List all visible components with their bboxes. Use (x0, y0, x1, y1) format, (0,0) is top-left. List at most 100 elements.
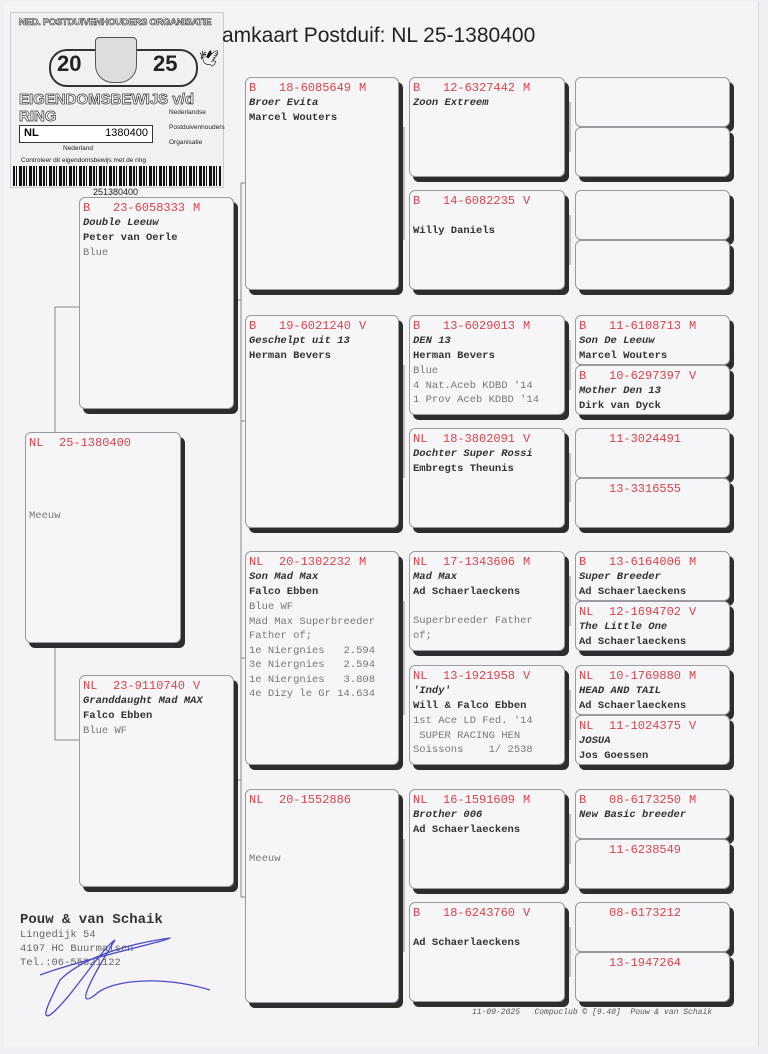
pigeon-note (249, 838, 395, 852)
breeder-name: Herman Bevers (249, 350, 331, 362)
pigeon-note: SUPER RACING HEN (413, 729, 521, 742)
ring-code: 16-1591609 (443, 793, 516, 807)
breeder-name: Ad Schaerlaeckens (413, 586, 521, 598)
breeder-name: Embregts Theunis (413, 463, 514, 475)
ring-country: B (413, 81, 421, 95)
dove-icon: 🕊 (199, 51, 220, 68)
pigeon-name: HEAD AND TAIL (579, 685, 661, 697)
ring-sex: V (689, 369, 697, 383)
ring-country: B (579, 319, 587, 333)
pigeon-name (413, 921, 561, 936)
ring-sex: V (193, 679, 201, 693)
ring-sex: V (523, 432, 531, 446)
breeder-name: Marcel Wouters (579, 350, 668, 362)
ring-country: NL (413, 793, 428, 807)
pigeon-name: Geschelpt uit 13 (249, 335, 350, 347)
ring-code: 20-1552886 (279, 793, 352, 807)
ring-country: NL (83, 679, 98, 693)
pigeon-name: 'Indy' (413, 685, 451, 697)
ring-sex: M (523, 793, 531, 807)
great-great-grandparent-card[interactable]: 11-6238549 (575, 839, 730, 889)
pigeon-note: Meeuw (249, 853, 281, 865)
pigeon-note: Blue WF (83, 725, 128, 737)
ring-country: B (83, 201, 91, 215)
npo-line: Nederlandse (169, 109, 206, 116)
breeder-name: Jos Goessen (579, 750, 649, 762)
owner-block: Pouw & van Schaik Lingedijk 54 4197 HC B… (20, 912, 211, 1017)
owner-address: Lingedijk 54 (20, 929, 96, 941)
ring-sex: M (689, 555, 697, 569)
pigeon-name: Son Mad Max (249, 571, 319, 583)
ring-code: 25-1380400 (59, 436, 132, 450)
pigeon-note: 1e Niergnies 2.594 (249, 644, 376, 657)
great-great-grandparent-card[interactable] (575, 240, 730, 290)
great-great-grandparent-card[interactable]: 08-6173212 (575, 902, 730, 952)
npo-line: Postduivenhouders (169, 124, 225, 131)
pigeon-note: Blue (413, 365, 439, 377)
ring-sex: M (689, 793, 697, 807)
pigeon-name: DEN 13 (413, 335, 451, 347)
ring-number: 11-6238549 (579, 843, 726, 858)
ring-code: 23-6058333 (113, 201, 186, 215)
pigeon-note: 1e Niergnies 3.808 (249, 673, 376, 686)
ring-sex: V (689, 605, 697, 619)
great-great-grandparent-card[interactable] (575, 77, 730, 127)
ring-sex: M (359, 555, 367, 569)
great-great-grandparent-card[interactable]: 13-1947264 (575, 952, 730, 1002)
breeder-name: Falco Ebben (83, 710, 153, 722)
great-great-grandparent-card[interactable]: 11-3024491 (575, 428, 730, 478)
great-great-grandparent-card[interactable] (575, 127, 730, 177)
ring-sex: V (523, 906, 531, 920)
ring-country: NL (413, 669, 428, 683)
breeder-name (413, 111, 561, 126)
page-title: amkaart Postduif: NL 25-1380400 (222, 24, 536, 47)
ring-sex: M (689, 319, 697, 333)
pigeon-note: 1st Ace LD Fed. '14 (413, 715, 533, 727)
breeder-name: Ad Schaerlaeckens (579, 636, 687, 648)
ring-code: 10-6297397 (609, 369, 682, 383)
breeder-name: Willy Daniels (413, 225, 495, 237)
pigeon-name (29, 451, 177, 466)
pigeon-name (413, 209, 561, 224)
ring-code: 12-6327442 (443, 81, 516, 95)
ring-country: B (249, 81, 257, 95)
sticker-year-right: 25 (153, 51, 178, 76)
great-great-grandparent-card[interactable] (575, 190, 730, 240)
sticker-check-text: Controleer dit eigendomsbewijs met de ri… (21, 157, 147, 164)
breeder-name: Herman Bevers (413, 350, 495, 362)
ring-code: 08-6173212 (609, 906, 682, 920)
great-great-grandparent-card[interactable]: 13-3316555 (575, 478, 730, 528)
